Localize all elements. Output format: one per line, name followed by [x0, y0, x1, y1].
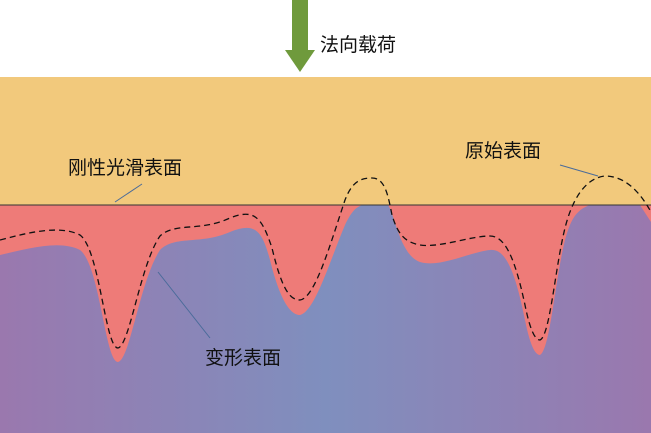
original-surface-leader: [559, 164, 599, 177]
original-surface-label: 原始表面: [465, 140, 542, 162]
substrate: [0, 205, 651, 433]
load-label: 法向载荷: [320, 34, 397, 56]
load-arrow-icon: [285, 0, 315, 72]
deformed-surface-leader: [157, 271, 211, 339]
original-surface-dashed: [0, 175, 651, 349]
rigid-surface-leader: [114, 183, 143, 203]
rigid-body: [0, 77, 651, 205]
rigid-surface-label: 刚性光滑表面: [68, 157, 183, 179]
deformed-surface-label: 变形表面: [205, 347, 282, 369]
